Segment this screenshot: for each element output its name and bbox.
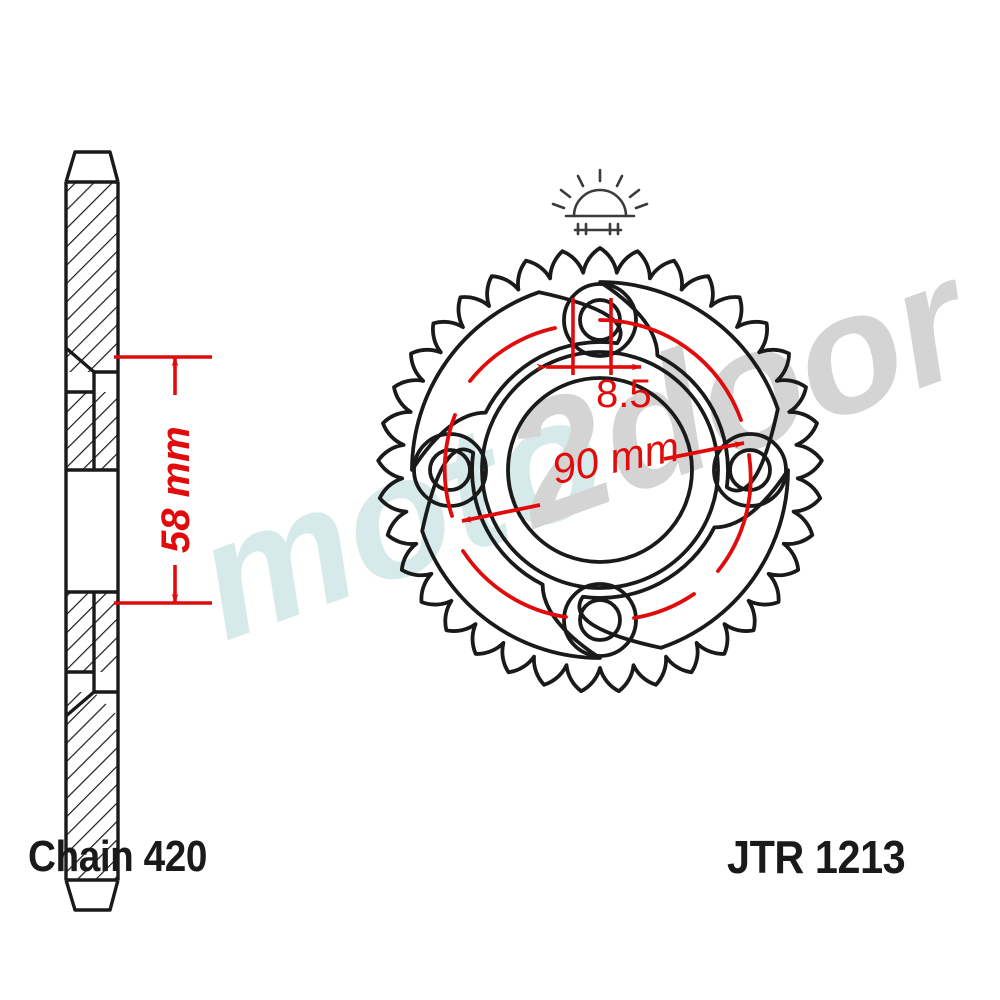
dimension-58mm [114, 355, 212, 605]
bcd-arc-6 [468, 326, 557, 383]
label-58mm: 58 mm [154, 426, 198, 553]
bcd-arc-2 [716, 453, 753, 573]
chain-size-label: Chain 420 [28, 832, 207, 881]
bolt-hole-boss [712, 432, 788, 508]
side-mid-lines [66, 468, 118, 594]
label-8p5: 8.5 [596, 372, 652, 416]
bolt-hole-boss [562, 282, 638, 358]
part-number-label: JTR 1213 [727, 831, 906, 883]
side-section-view [64, 150, 120, 912]
bcd-arc-3 [632, 592, 696, 620]
center-bore-inner [506, 376, 694, 564]
bolt-holes [412, 282, 788, 658]
watermark-secondary: 2door [480, 221, 999, 565]
dimension-90mm [461, 441, 745, 523]
dimension-8p5 [536, 298, 642, 375]
section-hatching [66, 182, 118, 880]
side-tooth-tip-top [64, 150, 120, 183]
dimension-text-58mm: 58 mm [146, 405, 206, 555]
bolt-hole-boss [562, 582, 638, 658]
side-tooth-tip-bottom [64, 879, 120, 912]
bcd-arc-1 [598, 318, 743, 422]
arrow-bcd-left [461, 503, 541, 523]
bolt-hole [428, 448, 472, 492]
center-bore-outer [480, 350, 720, 590]
tooth-profile [376, 246, 824, 694]
front-face-view [376, 168, 824, 694]
bolt-circle-red [442, 318, 753, 620]
tooth-ring [376, 246, 824, 694]
bcd-arc-4 [461, 549, 568, 619]
bcd-arc-5 [442, 413, 457, 518]
dimension-text-8p5: 8.5 [596, 372, 652, 417]
bolt-hole [578, 598, 622, 642]
jt-sunburst-logo [551, 168, 649, 236]
arrow-bcd-right [663, 441, 745, 461]
